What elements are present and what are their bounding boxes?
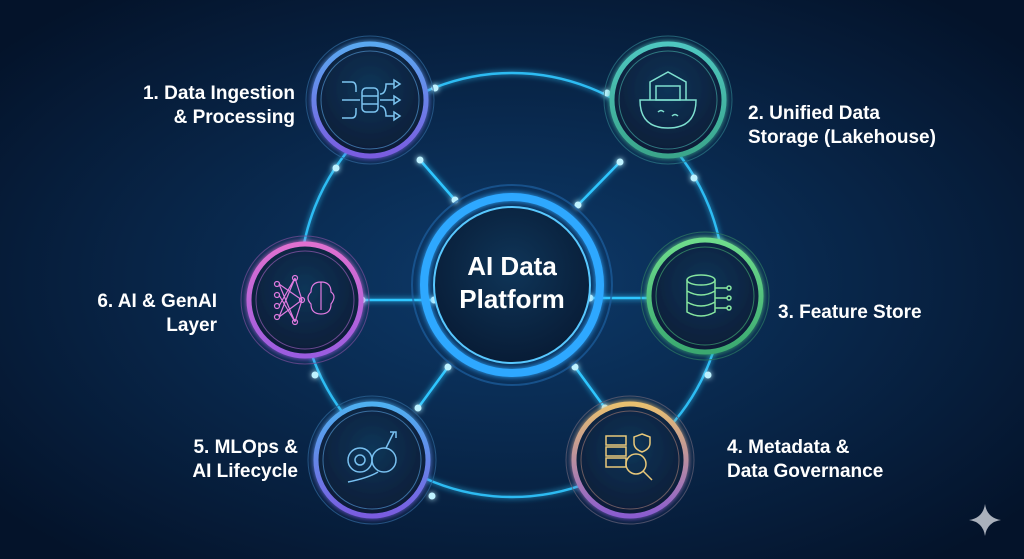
node-genai[interactable] xyxy=(240,235,370,365)
label-line: 2. Unified Data xyxy=(748,103,880,124)
center-title-line1: AI Data xyxy=(467,251,557,281)
label-feature-store: 3. Feature Store xyxy=(778,301,922,325)
node-lakehouse[interactable] xyxy=(603,35,733,165)
label-line: Data Governance xyxy=(727,461,884,482)
label-mlops: 5. MLOps & AI Lifecycle xyxy=(192,436,298,484)
feature-store-icon xyxy=(686,274,732,317)
lakehouse-icon xyxy=(639,71,697,129)
label-line: 5. MLOps & xyxy=(193,437,298,458)
label-genai: 6. AI & GenAI Layer xyxy=(97,290,217,338)
label-lakehouse: 2. Unified Data Storage (Lakehouse) xyxy=(748,102,936,150)
label-line: AI Lifecycle xyxy=(192,461,298,482)
governance-icon xyxy=(605,433,653,481)
mlops-icon xyxy=(347,431,397,483)
center-title: AI Data Platform xyxy=(412,250,612,316)
label-data-ingestion: 1. Data Ingestion & Processing xyxy=(143,82,295,130)
label-line: Storage (Lakehouse) xyxy=(748,127,936,148)
genai-icon xyxy=(273,274,335,326)
label-line: 4. Metadata & xyxy=(727,437,850,458)
label-line: 6. AI & GenAI xyxy=(97,291,217,312)
node-mlops[interactable] xyxy=(307,395,437,525)
center-title-line2: Platform xyxy=(459,284,565,314)
node-feature-store[interactable] xyxy=(640,231,770,361)
node-governance[interactable] xyxy=(565,395,695,525)
sparkle-icon xyxy=(969,504,1001,536)
data-ingestion-icon xyxy=(342,78,402,122)
label-governance: 4. Metadata & Data Governance xyxy=(727,436,883,484)
node-data-ingestion[interactable] xyxy=(305,35,435,165)
label-line: Layer xyxy=(166,315,217,336)
label-line: 3. Feature Store xyxy=(778,302,922,323)
center-hub xyxy=(411,184,613,386)
label-line: 1. Data Ingestion xyxy=(142,83,295,104)
label-line: & Processing xyxy=(173,107,295,128)
